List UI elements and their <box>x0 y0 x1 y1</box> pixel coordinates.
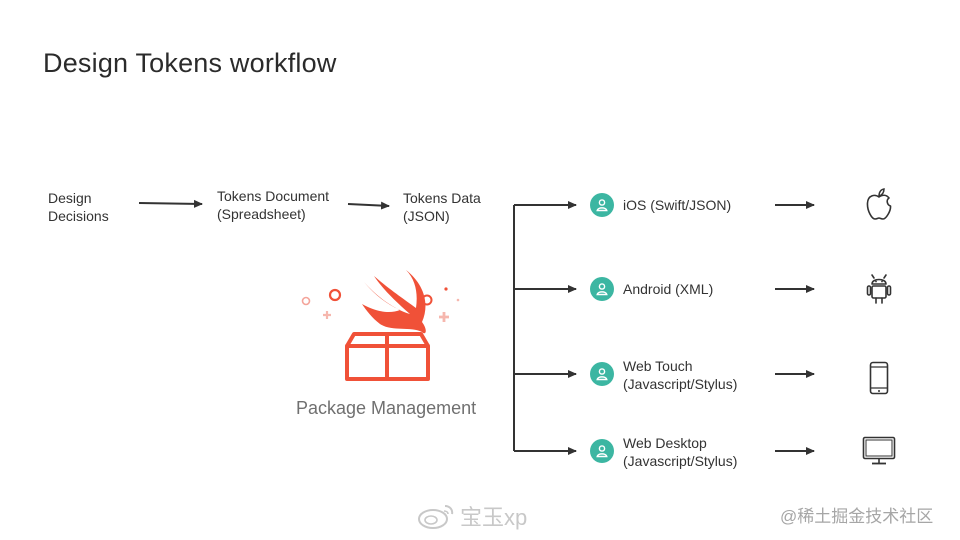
platform-ios-label: iOS (Swift/JSON) <box>623 196 731 214</box>
platform-badge-ios <box>590 193 614 217</box>
android-icon <box>866 274 892 304</box>
slide-title: Design Tokens workflow <box>43 48 337 78</box>
user-icon <box>596 283 608 296</box>
tokens-data-label: Tokens Data (JSON) <box>403 189 481 225</box>
platform-web-desktop-line-2: (Javascript/Stylus) <box>623 453 738 469</box>
tokens-data-line-2: (JSON) <box>403 208 450 224</box>
tokens-document-line-1: Tokens Document <box>217 188 330 204</box>
open-box-icon <box>345 332 430 381</box>
sparkle-dot-icon <box>444 287 448 291</box>
platform-ios-line-1: iOS (Swift/JSON) <box>623 197 732 213</box>
apple-icon <box>866 188 892 220</box>
platform-badge-web-touch <box>590 362 614 386</box>
arrow-document-to-data <box>347 201 390 210</box>
sparkle-plus-icon <box>439 312 449 322</box>
platform-badge-web-desktop <box>590 439 614 463</box>
platform-badge-android <box>590 277 614 301</box>
juejin-watermark: @稀土掘金技术社区 <box>780 507 934 526</box>
weibo-watermark: 宝玉xp <box>416 500 527 532</box>
platform-android-label: Android (XML) <box>623 280 713 298</box>
sparkle-circle-icon <box>301 296 311 306</box>
platform-web-desktop-line-1: Web Desktop <box>623 435 707 451</box>
weibo-logo-icon <box>418 505 454 529</box>
design-decisions-line-1: Design <box>48 190 92 206</box>
weibo-watermark-text: 宝玉xp <box>460 505 528 530</box>
design-decisions-line-2: Decisions <box>48 208 109 224</box>
platform-android-line-1: Android (XML) <box>623 281 714 297</box>
sparkle-dot-icon <box>456 298 460 302</box>
swift-bird-icon <box>362 270 426 334</box>
user-icon <box>596 368 608 381</box>
user-icon <box>596 445 608 458</box>
tokens-document-line-2: (Spreadsheet) <box>217 206 306 222</box>
design-decisions-label: Design Decisions <box>48 189 109 225</box>
tokens-data-line-1: Tokens Data <box>403 190 481 206</box>
tokens-document-label: Tokens Document (Spreadsheet) <box>217 187 329 223</box>
swift-package-icon <box>301 270 460 381</box>
arrow-decisions-to-document <box>138 199 203 208</box>
sparkle-plus-icon <box>323 311 331 319</box>
mobile-phone-icon <box>869 361 889 395</box>
package-management-label: Package Management <box>296 398 477 418</box>
platform-web-touch-line-1: Web Touch <box>623 358 693 374</box>
sparkle-circle-icon <box>328 288 342 302</box>
monitor-icon <box>862 436 896 465</box>
platform-web-desktop-label: Web Desktop (Javascript/Stylus) <box>623 434 737 470</box>
user-icon <box>596 199 608 212</box>
platform-web-touch-label: Web Touch (Javascript/Stylus) <box>623 357 737 393</box>
platform-web-touch-line-2: (Javascript/Stylus) <box>623 376 738 392</box>
